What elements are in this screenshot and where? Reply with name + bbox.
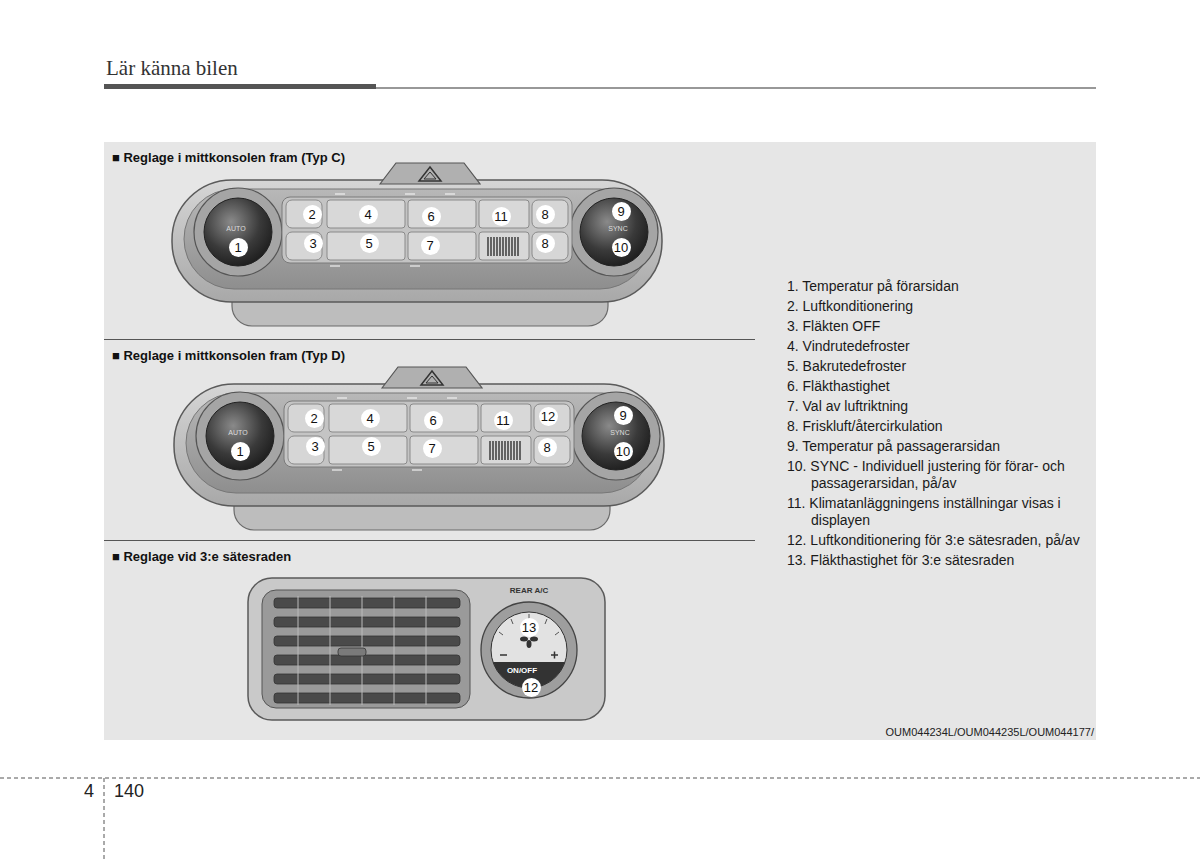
- rear-vent: [338, 648, 366, 656]
- rear-vent: [274, 655, 460, 665]
- rear-vent: [527, 640, 532, 648]
- callout-number: 4: [361, 409, 380, 428]
- rear-vent: [274, 598, 460, 703]
- rear-vent: [298, 596, 299, 705]
- callout-number: 7: [423, 439, 442, 458]
- button-label: ON/OFF: [507, 666, 537, 675]
- callout-number: 2: [305, 409, 324, 428]
- callout-number: 2: [303, 205, 322, 224]
- callout-number: 6: [422, 207, 441, 226]
- callout-number: 11: [492, 207, 511, 226]
- rear-vent: [555, 632, 559, 635]
- rear-vent: [394, 596, 395, 705]
- rear-vent: [248, 578, 605, 720]
- rear-vent: [330, 596, 331, 705]
- rear-vent: [520, 637, 528, 642]
- knob-label: AUTO: [228, 429, 247, 437]
- callout-number: 13: [520, 618, 539, 637]
- rear-vent: [274, 674, 460, 684]
- callout-number: 3: [306, 437, 325, 456]
- page-footer-rule: [104, 778, 105, 861]
- rear-vent: [545, 619, 547, 624]
- page-footer-rule: [0, 778, 1200, 779]
- rear-vent: [481, 602, 577, 698]
- callout-number: 1: [229, 238, 248, 257]
- callout-number: 12: [522, 678, 541, 697]
- legend-item: 6. Fläkthastighet: [787, 378, 1105, 395]
- rear-vent: [554, 652, 556, 659]
- legend-item: 2. Luftkonditionering: [787, 298, 1105, 315]
- legend-item: 5. Bakrutedefroster: [787, 358, 1105, 375]
- rear-vent: [500, 654, 507, 656]
- legend-item: 9. Temperatur på passagerarsidan: [787, 438, 1105, 455]
- callout-number: 10: [614, 442, 633, 461]
- callout-number: 12: [539, 407, 558, 426]
- section-heading: ■ Reglage i mittkonsolen fram (Typ C): [104, 142, 755, 166]
- header-rule: [104, 84, 1096, 89]
- rear-vent: [499, 632, 503, 635]
- unit-label: REAR A/C: [510, 586, 548, 595]
- rear-vent: [530, 637, 538, 642]
- legend-list: 1. Temperatur på förarsidan 2. Luftkondit…: [787, 278, 1105, 572]
- rear-vent: [511, 619, 513, 624]
- rear-vent: [274, 598, 460, 608]
- callout-number: 10: [612, 238, 631, 257]
- legend-item: 8. Friskluft/återcirkulation: [787, 418, 1105, 435]
- rear-vent: [274, 636, 460, 646]
- page-number: 140: [114, 781, 144, 802]
- rear-vent: [274, 617, 460, 627]
- legend-item: 12. Luftkonditionering för 3:e sätesrade…: [787, 532, 1105, 549]
- callout-number: 6: [424, 411, 443, 430]
- knob-label: SYNC: [610, 429, 629, 437]
- legend-item: 11. Klimatanläggningens inställningar vi…: [787, 495, 1105, 529]
- legend-item: 13. Fläkthastighet för 3:e sätesraden: [787, 552, 1105, 569]
- image-code: OUM044234L/OUM044235L/OUM044177/: [885, 726, 1094, 739]
- console-type-d: [174, 367, 664, 530]
- rear-vent: [426, 596, 427, 705]
- callout-number: 3: [304, 234, 323, 253]
- legend-item: 1. Temperatur på förarsidan: [787, 278, 1105, 295]
- callout-number: 5: [360, 234, 379, 253]
- section-heading: ■ Reglage vid 3:e sätesraden: [104, 541, 755, 565]
- callout-number: 1: [231, 442, 250, 461]
- page-title: Lär känna bilen: [106, 56, 238, 81]
- callout-number: 9: [612, 202, 631, 221]
- callout-number: 4: [359, 205, 378, 224]
- page-number: 4: [84, 781, 94, 802]
- header-rule: [104, 84, 376, 89]
- rear-vent: [298, 596, 426, 705]
- callout-number: 9: [614, 406, 633, 425]
- callout-number: 8: [538, 438, 557, 457]
- legend-item: 3. Fläkten OFF: [787, 318, 1105, 335]
- rear-vent: [274, 693, 460, 703]
- legend-item: 4. Vindrutedefroster: [787, 338, 1105, 355]
- callout-number: 5: [362, 437, 381, 456]
- knob-label: AUTO: [226, 225, 245, 233]
- callout-number: 7: [421, 236, 440, 255]
- header-rule: [376, 87, 1096, 88]
- console-type-c: [172, 163, 662, 326]
- callout-number: 8: [536, 205, 555, 224]
- panel-section: ■ Reglage vid 3:e sätesraden: [104, 541, 755, 740]
- page-footer-rule: [0, 778, 1200, 861]
- callout-number: 8: [536, 234, 555, 253]
- legend-item: 10. SYNC - Individuell justering för för…: [787, 458, 1105, 492]
- rear-vent: [262, 590, 470, 708]
- legend-item: 7. Val av luftriktning: [787, 398, 1105, 415]
- knob-label: SYNC: [608, 225, 627, 233]
- section-heading: ■ Reglage i mittkonsolen fram (Typ D): [104, 340, 755, 364]
- rear-vent: [248, 578, 605, 720]
- callout-number: 11: [494, 411, 513, 430]
- rear-vent: [491, 612, 567, 688]
- rear-vent: [520, 637, 538, 649]
